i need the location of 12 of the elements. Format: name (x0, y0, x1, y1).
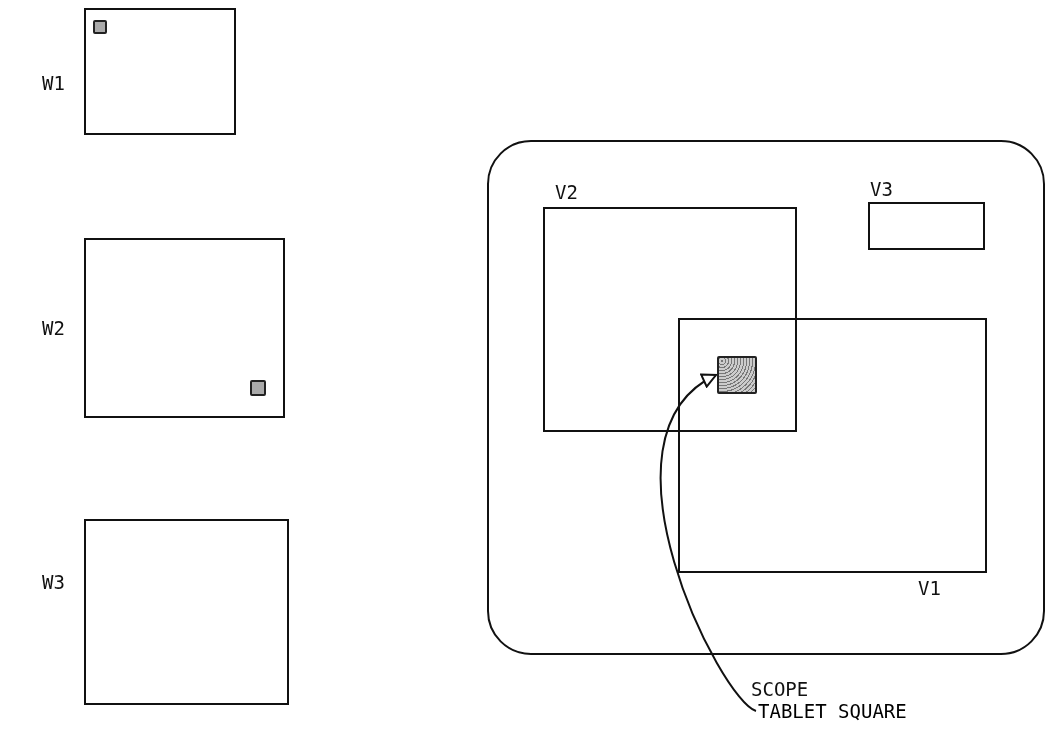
callout-text: TABLET SQUARE (758, 700, 907, 722)
window-label: W2 (42, 317, 65, 339)
window-label: V1 (918, 577, 941, 599)
small-square (93, 20, 107, 34)
window-label: V3 (870, 178, 893, 200)
leader-arrow (659, 374, 757, 712)
shaded-square (717, 356, 757, 394)
window-label: SCOPE (751, 678, 809, 700)
window-label: W1 (42, 72, 65, 94)
small-square (250, 380, 266, 396)
window-label: V2 (555, 181, 578, 203)
window-label: W3 (42, 571, 65, 593)
